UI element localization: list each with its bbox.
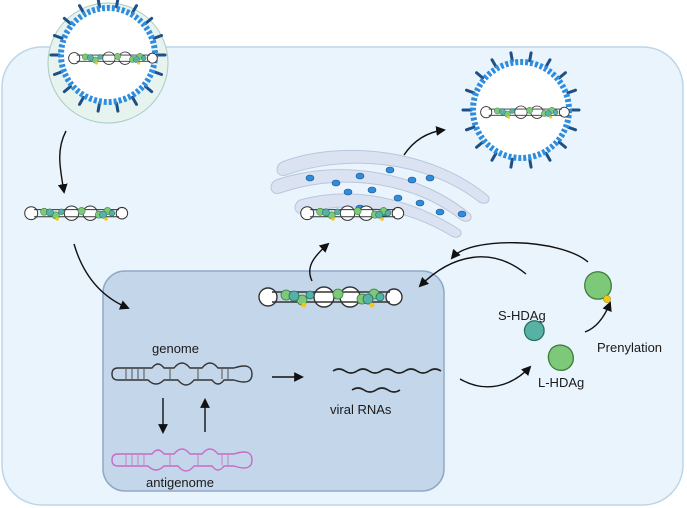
antigenome-label: antigenome (146, 475, 214, 490)
envelope-spike (78, 95, 85, 106)
arrow-icon (73, 243, 130, 310)
envelope-spike (78, 4, 85, 15)
prenylated-l-hdag-icon (584, 271, 612, 303)
arrow-icon (584, 301, 612, 333)
s-hdag-protein-icon (523, 320, 545, 342)
arrow-icon (309, 242, 330, 282)
golgi-vesicles (305, 166, 467, 218)
envelope-spike (464, 88, 476, 95)
envelope-spike (131, 4, 138, 15)
envelope-spike (464, 125, 476, 132)
exiting-virion-icon (461, 51, 581, 169)
envelope-spike (115, 0, 120, 9)
envelope-spike (131, 95, 138, 106)
envelope-spike (566, 88, 578, 95)
envelope-spike (152, 70, 164, 76)
envelope-spike (557, 71, 567, 80)
envelope-spike (475, 140, 485, 149)
envelope-spike (152, 34, 164, 40)
envelope-spike (566, 125, 578, 132)
genome-label: genome (152, 341, 199, 356)
envelope-spike (96, 101, 101, 113)
envelope-spike (475, 71, 485, 80)
envelope-spike (144, 16, 154, 26)
envelope-spike (144, 84, 154, 94)
viral-rnas-icon (332, 368, 442, 393)
s-hdag-label: S-HDAg (498, 308, 546, 323)
envelope-spike (52, 34, 64, 40)
envelope-spike (509, 157, 514, 169)
arrow-icon (57, 130, 68, 194)
arrow-icon (418, 256, 527, 288)
envelope-spike (490, 58, 498, 69)
envelope-spike (557, 140, 567, 149)
envelope-spike (528, 51, 533, 63)
envelope-spike (490, 151, 498, 162)
envelope-spike (52, 70, 64, 76)
envelope-spike (96, 0, 101, 9)
envelope-spike (544, 151, 552, 162)
arrow-icon (459, 365, 532, 388)
nucleus (102, 270, 445, 492)
arrow-icon (403, 126, 446, 156)
envelope-spike (115, 101, 120, 113)
envelope-spike (544, 58, 552, 69)
viral-rnas-label: viral RNAs (330, 402, 392, 417)
prenylation-label: Prenylation (597, 340, 662, 355)
l-hdag-label: L-HDAg (538, 375, 584, 390)
envelope-spike (528, 157, 533, 169)
arrow-icon (450, 241, 589, 263)
envelope-spike (62, 84, 72, 94)
l-hdag-protein-icon (547, 344, 574, 371)
envelope-spike (509, 51, 514, 63)
arrows (57, 126, 612, 434)
entering-virion-icon (47, 0, 169, 124)
envelope-spike (62, 16, 72, 26)
